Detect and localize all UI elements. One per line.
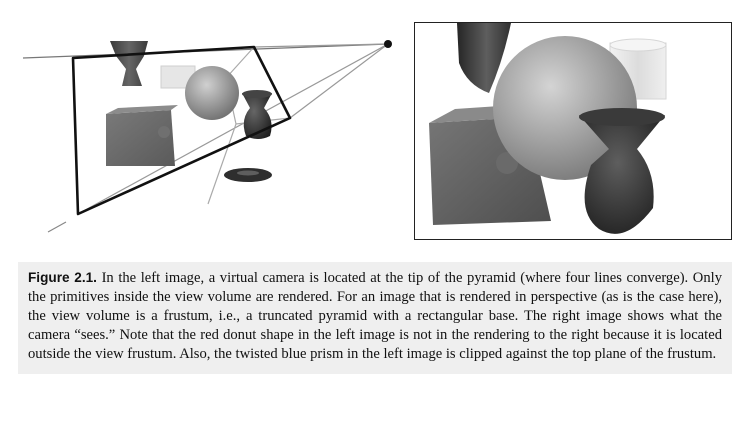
figure-caption: Figure 2.1. In the left image, a virtual… [28, 268, 722, 364]
frustum-edge-extension-2 [47, 221, 67, 233]
figure-caption-text: In the left image, a virtual camera is l… [28, 270, 722, 362]
twisted-prism [457, 23, 511, 93]
vase [579, 115, 665, 234]
twisted-prism [110, 41, 148, 86]
left-image-frustum-scene [22, 40, 392, 233]
box-top-face [106, 105, 178, 114]
frustum-edge-top-near [253, 43, 389, 48]
sphere [185, 66, 239, 120]
vase-rim [579, 108, 665, 126]
cylinder-top [609, 38, 667, 52]
box-small-sphere [158, 126, 170, 138]
frustum-edge-bottom-far [77, 43, 389, 215]
frustum-edge-extension [207, 123, 237, 205]
box [106, 110, 175, 166]
figure-caption-block: Figure 2.1. In the left image, a virtual… [18, 262, 732, 374]
camera-point [384, 40, 392, 48]
frustum-far-plane [71, 45, 292, 216]
sphere [493, 36, 637, 180]
box-small-sphere [496, 152, 518, 174]
vase-rim [242, 90, 272, 98]
right-image-camera-view [414, 22, 732, 240]
vase [242, 93, 272, 139]
red-donut-hole [237, 170, 259, 176]
frustum-edge-bottom-near [289, 43, 389, 119]
figure-label: Figure 2.1. [28, 270, 97, 285]
camera-view-render [429, 23, 667, 234]
